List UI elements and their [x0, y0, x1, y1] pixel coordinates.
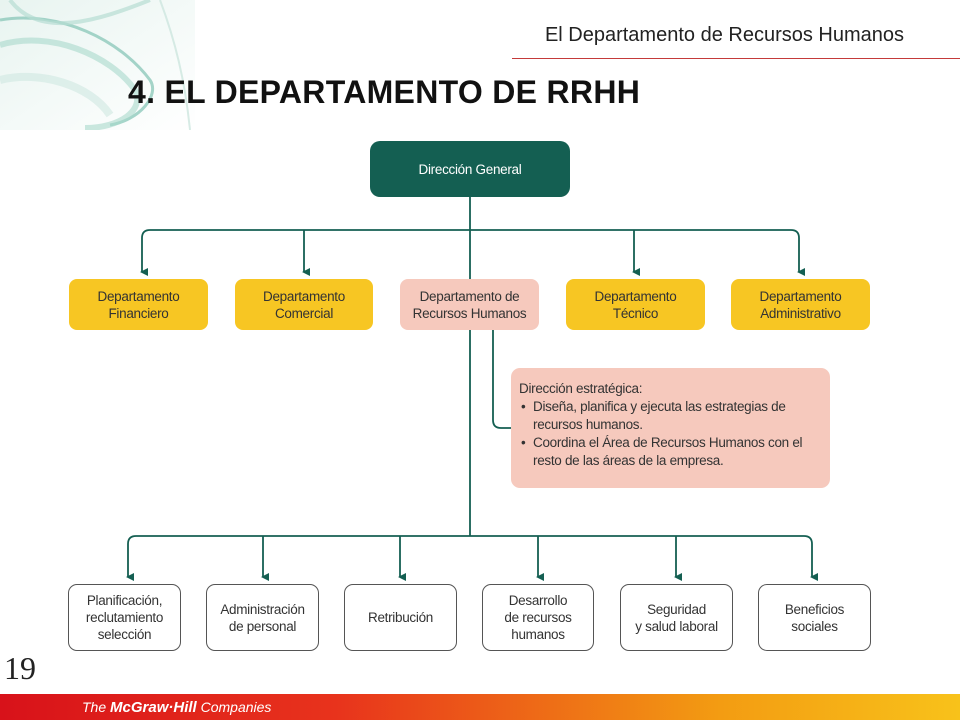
- node-label: Desarrollo de recursos humanos: [504, 593, 572, 642]
- node-direccion-general: Dirección General: [370, 141, 570, 197]
- node-function-planificacion: Planificación, reclutamiento selección: [68, 584, 181, 651]
- node-label: Seguridad y salud laboral: [635, 601, 718, 634]
- node-dept-administrativo: Departamento Administrativo: [731, 279, 870, 330]
- strategy-bullet: Diseña, planifica y ejecuta las estrateg…: [519, 398, 820, 434]
- node-function-desarrollo: Desarrollo de recursos humanos: [482, 584, 594, 651]
- node-function-retribucion: Retribución: [344, 584, 457, 651]
- node-label: Departamento Comercial: [263, 288, 345, 321]
- strategy-bullet-list: Diseña, planifica y ejecuta las estrateg…: [519, 398, 820, 470]
- node-function-beneficios: Beneficios sociales: [758, 584, 871, 651]
- node-label: Planificación, reclutamiento selección: [85, 593, 164, 642]
- strategy-note: Dirección estratégica: Diseña, planifica…: [511, 368, 830, 488]
- node-dept-financiero: Departamento Financiero: [69, 279, 208, 330]
- node-label: Departamento Técnico: [594, 288, 677, 321]
- logo-prefix: The: [82, 699, 111, 715]
- node-label: Administración de personal: [220, 601, 305, 634]
- node-label: Dirección General: [418, 161, 522, 177]
- decorative-swirl-graphic: [0, 0, 195, 130]
- node-label: Departamento Financiero: [97, 288, 180, 321]
- node-dept-comercial: Departamento Comercial: [235, 279, 373, 330]
- node-dept-recursos-humanos: Departamento de Recursos Humanos: [400, 279, 539, 330]
- logo-brand: McGraw·Hill: [110, 699, 197, 716]
- node-function-seguridad: Seguridad y salud laboral: [620, 584, 733, 651]
- page-number: 19: [4, 650, 36, 686]
- node-function-administracion: Administración de personal: [206, 584, 319, 651]
- footer-bar: The McGraw·Hill Companies: [0, 694, 960, 720]
- node-label: Departamento de Recursos Humanos: [412, 288, 527, 321]
- strategy-title: Dirección estratégica:: [519, 381, 643, 396]
- node-label: Beneficios sociales: [784, 601, 845, 634]
- publisher-logo: The McGraw·Hill Companies: [82, 699, 271, 716]
- page-title: 4. EL DEPARTAMENTO DE RRHH: [128, 74, 641, 110]
- node-label: Retribución: [368, 610, 433, 625]
- node-label: Departamento Administrativo: [759, 288, 842, 321]
- node-dept-tecnico: Departamento Técnico: [566, 279, 705, 330]
- logo-suffix: Companies: [196, 699, 272, 715]
- strategy-bullet: Coordina el Área de Recursos Humanos con…: [519, 434, 820, 470]
- header-divider: [512, 58, 960, 59]
- header-title: El Departamento de Recursos Humanos: [544, 24, 904, 46]
